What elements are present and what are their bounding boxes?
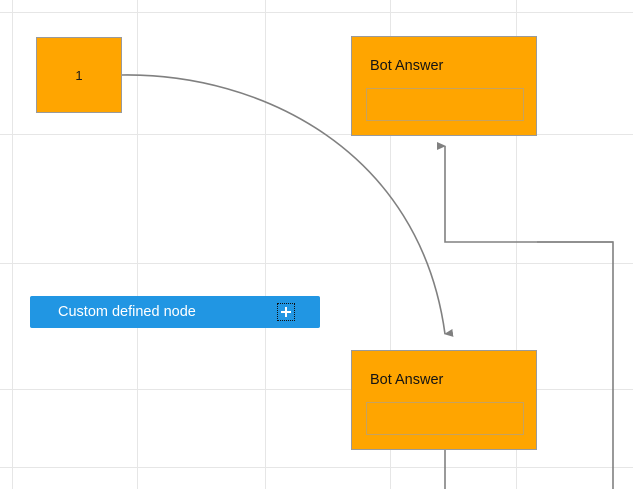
node-bot-answer-bottom[interactable]: Bot Answer [351,350,537,450]
node-bot-answer-top[interactable]: Bot Answer [351,36,537,136]
node-1[interactable]: 1 [36,37,122,113]
custom-defined-node-bar[interactable]: Custom defined node [30,296,320,328]
custom-defined-node-label: Custom defined node [58,303,196,320]
node-bot-answer-bottom-slot[interactable] [366,402,524,435]
plus-icon[interactable] [277,303,295,321]
node-bot-answer-top-title: Bot Answer [370,58,444,74]
connector-orthogonal-to-bot-answer-top[interactable] [437,142,613,243]
node-1-label: 1 [75,67,83,83]
node-bot-answer-bottom-title: Bot Answer [370,372,444,388]
connector-orthogonal-right-segment[interactable] [537,241,614,489]
connector-curved-node1-to-bot-answer-bottom[interactable] [121,74,454,337]
node-bot-answer-top-slot[interactable] [366,88,524,121]
